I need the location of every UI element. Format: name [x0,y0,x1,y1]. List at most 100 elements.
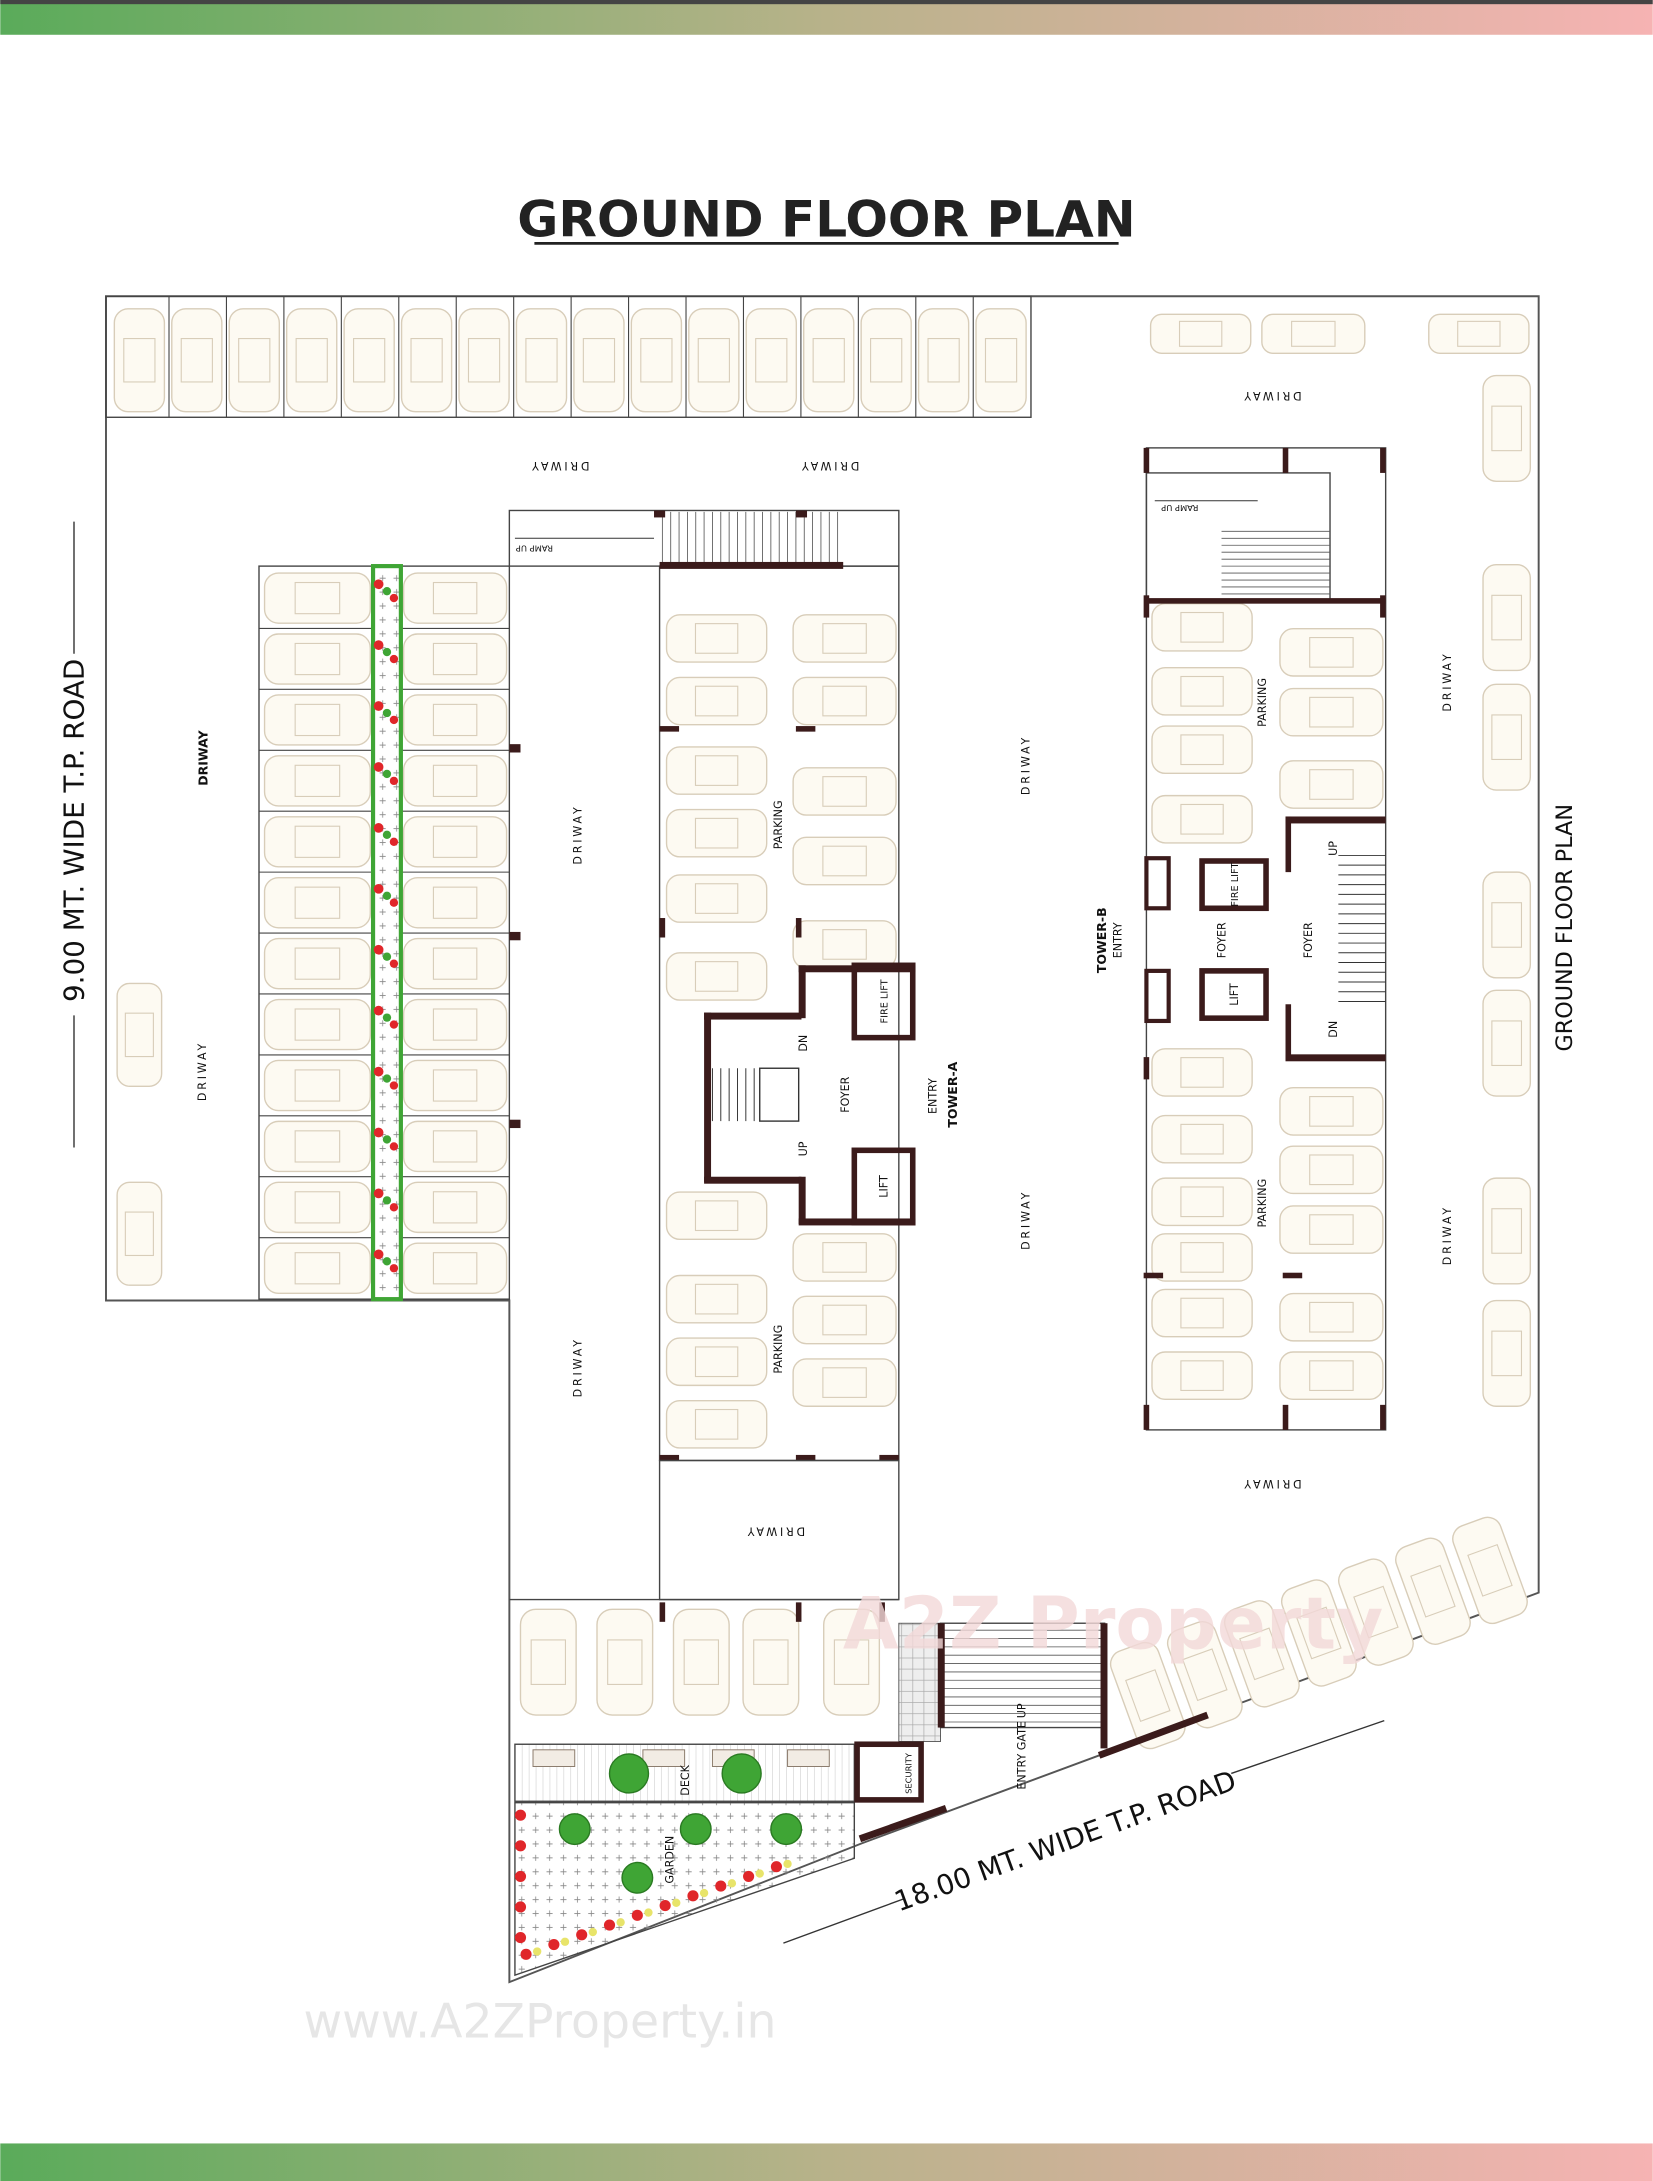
pillars-a [509,510,899,1622]
car-body [285,308,338,413]
car-body [402,1120,508,1173]
car [665,808,768,858]
wall [1285,816,1386,824]
car-roof [294,581,341,615]
car-roof [1180,611,1224,643]
car-body [1151,1177,1253,1227]
car-body [402,816,508,868]
car-body [917,308,970,413]
car [1261,313,1366,354]
ramp-a-steps [514,511,839,564]
car-roof [432,1191,478,1224]
stair-a [711,1067,800,1122]
flower [389,715,399,725]
driway-label: DRIWAY [196,1041,209,1101]
car [116,982,163,1088]
car-body [688,308,740,413]
shrub [382,1013,392,1022]
car-roof [294,1008,341,1041]
car-body [792,920,897,969]
car-roof [1491,1330,1523,1377]
car-roof [295,337,328,383]
car-body [860,308,912,413]
car [1151,1048,1253,1097]
shrub [382,830,392,840]
car [402,998,508,1051]
shrub [382,586,392,596]
car [1151,1351,1253,1400]
flower [373,883,384,894]
lift-label-b: LIFT [1228,983,1241,1006]
car-roof [694,1283,739,1315]
bench [532,1749,576,1767]
flower [576,1929,588,1941]
bottom-road-line-right [1231,1719,1385,1775]
footer-bar [0,2143,1653,2181]
flower [373,1066,384,1077]
car-body [1279,1087,1384,1136]
car-roof [1180,1297,1224,1329]
car [665,746,768,795]
car [1151,725,1253,775]
car [263,572,371,624]
car [343,308,395,413]
flower-bed [644,1908,653,1917]
flower-bed [727,1879,737,1888]
car-roof [822,776,867,807]
fire-lift-label-a: FIRE LIFT [880,979,891,1023]
flower [631,1909,643,1921]
car-body [1151,794,1253,844]
car [665,676,768,726]
shrub [382,769,392,779]
car-roof [294,886,341,919]
car [573,308,625,413]
car-roof [640,337,673,383]
flower [389,837,399,846]
garden-label: GARDEN [663,1836,676,1884]
car-body [402,755,508,807]
car-roof [294,703,341,737]
car [975,308,1027,413]
car-roof [697,337,730,383]
car-roof [694,1346,739,1378]
car-body [402,1242,508,1294]
car-body [665,874,768,923]
car-body [1166,1620,1243,1729]
car [688,308,740,413]
car-body [1482,564,1532,672]
car-body [596,1608,654,1716]
car-roof [984,337,1018,383]
car-body [263,1059,371,1112]
car-body [519,1608,577,1716]
car [1280,1579,1357,1687]
flower [514,1840,527,1852]
car-roof [1125,1669,1171,1722]
driway-label: DRIWAY [1441,1205,1454,1265]
flower [743,1870,755,1882]
driway-label: DRIWAY [799,459,859,472]
car-roof [294,1191,341,1224]
car-roof [822,1367,867,1398]
car [792,767,897,816]
car-roof [432,1069,478,1102]
car [515,308,568,413]
pillar [1282,1404,1289,1430]
car-roof [755,337,788,383]
flower [389,1020,399,1029]
flower [389,898,399,907]
car-body [402,1059,508,1112]
up-label-b: UP [1327,841,1340,856]
car-roof [432,886,478,919]
car-body [228,308,280,413]
header-bar [0,0,1653,35]
fire-lift-b [1199,858,1269,912]
car [263,1120,371,1173]
car-body [113,308,166,413]
lift-a [851,1147,916,1226]
car-body [1428,313,1530,354]
up-label-a: UP [797,1141,810,1156]
dn-label-b: DN [1327,1021,1340,1038]
car-roof [694,623,739,654]
flower [687,1890,699,1902]
entry-gate-label: ENTRY GATE [1015,1721,1028,1790]
